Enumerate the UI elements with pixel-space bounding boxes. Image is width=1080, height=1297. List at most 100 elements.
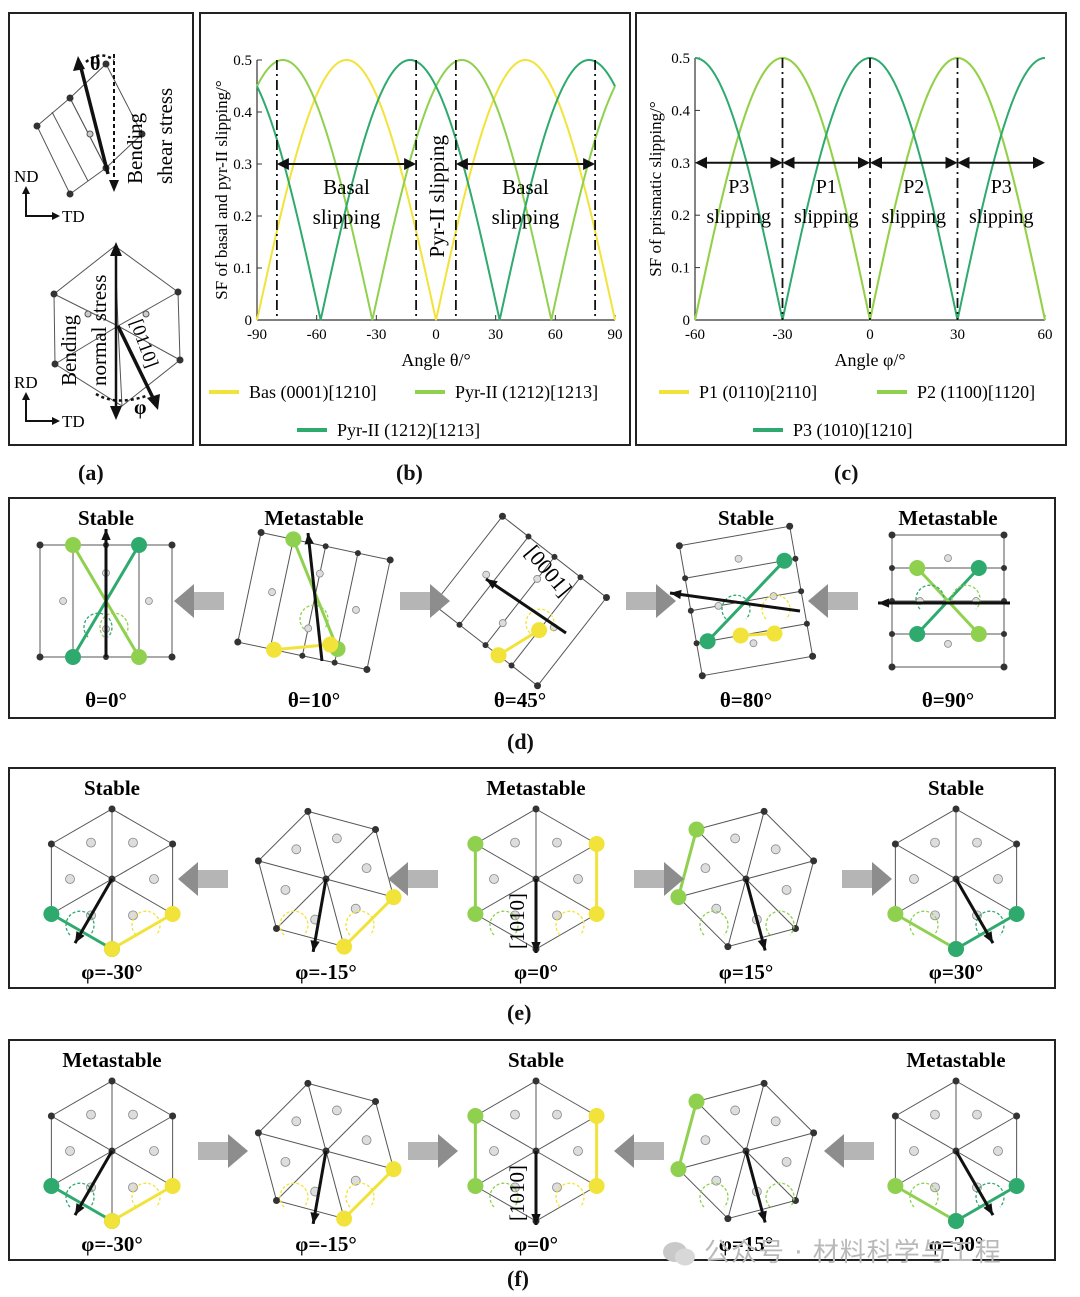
panel-a-diagram: θ Bending shear stress ND TD — [14, 53, 184, 431]
atom-corner — [810, 1129, 818, 1137]
slip-atom — [385, 1161, 402, 1178]
y-tick-label: 0.3 — [233, 157, 252, 173]
atom-corner — [371, 1098, 379, 1106]
atom-corner — [47, 840, 55, 848]
atom-corner — [534, 682, 542, 690]
atom-inner — [944, 554, 952, 562]
hex-spoke — [696, 829, 747, 880]
gray-arrow-body — [842, 870, 872, 888]
slip-atom — [909, 626, 926, 642]
slip-atom — [732, 627, 749, 644]
atom-inner — [781, 1156, 792, 1167]
direction-label: [0110] — [125, 317, 162, 371]
atom-corner — [168, 541, 176, 549]
region-label: P1 — [816, 176, 837, 198]
dir-label-group: [1010] — [505, 1165, 529, 1221]
rotation-curl — [765, 1182, 795, 1208]
y-tick-label: 0.4 — [233, 105, 252, 121]
loading-arrow-head — [310, 1212, 320, 1224]
atom-inner — [930, 837, 940, 848]
atom-corner — [1013, 840, 1021, 848]
hex-spoke — [745, 860, 814, 880]
atom-edge — [508, 662, 515, 669]
direction-label: [1010] — [505, 893, 529, 949]
y-tick-label: 0.5 — [671, 51, 690, 67]
atom-edge — [525, 533, 532, 540]
direction-label: [1010] — [505, 1165, 529, 1221]
gray-arrow — [808, 584, 858, 618]
atom-inner — [331, 1105, 342, 1116]
loading-arrow-head — [486, 579, 498, 590]
panel-d-diagram: Stableθ=0°Metastableθ=10°θ=45°[0001]Stab… — [36, 506, 1010, 712]
slip-atom — [588, 1178, 605, 1194]
stage-angle: θ=0° — [85, 688, 127, 712]
ylabel-group: SF of basal and pyr-II slipping/° — [212, 80, 231, 299]
gray-arrow-head — [430, 584, 450, 618]
loading-arrow — [954, 1150, 995, 1216]
slip-atom — [1008, 906, 1025, 922]
y-tick-label: 0.3 — [671, 156, 690, 172]
rotation-curl — [65, 1182, 95, 1208]
gray-arrow-body — [634, 870, 664, 888]
region-label: slipping — [969, 206, 1033, 228]
y-tick-label: 0.1 — [233, 261, 252, 277]
gray-arrow-body — [844, 1142, 874, 1160]
legend-entry: P3 (1010)[1210] — [793, 420, 913, 441]
gray-arrow-head — [438, 1134, 458, 1168]
loading-arrow-head — [757, 938, 767, 951]
slip-atom — [970, 560, 987, 576]
x-tick-label: 60 — [1038, 327, 1053, 343]
atom-inner — [930, 1182, 940, 1193]
slip-line — [894, 912, 957, 951]
gray-arrow — [400, 584, 450, 618]
stage-title: Stable — [508, 1048, 564, 1072]
atom-edge — [693, 640, 700, 647]
hex-spoke — [325, 829, 376, 880]
region-arrow-head — [1033, 156, 1045, 169]
slip-atom — [164, 1178, 181, 1194]
atom-edge — [331, 659, 338, 666]
hex-spoke — [696, 1101, 747, 1152]
hex-spoke — [535, 1150, 597, 1187]
atom-inner — [144, 597, 153, 605]
hex-spoke — [325, 878, 345, 947]
slip-atom — [43, 906, 60, 922]
panel-f-diagram: Metastableφ=-30°φ=-15°Stableφ=0°[1010]φ=… — [43, 1048, 1025, 1256]
gray-arrow-body — [198, 1142, 228, 1160]
slip-atom — [322, 636, 339, 653]
rotation-curl — [909, 910, 939, 936]
gray-arrow-head — [178, 862, 198, 896]
hex-spoke — [51, 1150, 113, 1187]
slip-atom — [104, 1213, 120, 1229]
loading-arrow-head — [878, 598, 890, 608]
watermark: 公众号 · 材料科学与工程 — [662, 1232, 1002, 1269]
gray-arrow-head — [872, 862, 892, 896]
atom-inner — [489, 1146, 499, 1156]
region-label: slipping — [492, 205, 560, 229]
stage-angle: θ=80° — [720, 688, 772, 712]
hex-stage-2 — [467, 805, 605, 953]
atom-corner — [47, 1112, 55, 1120]
slip-atom — [588, 906, 605, 922]
atom-inner — [59, 597, 67, 605]
atom-inner — [280, 1156, 291, 1167]
gray-arrow — [614, 1134, 664, 1168]
hex-spoke — [51, 878, 113, 915]
slip-atom — [336, 1210, 353, 1227]
atom-inner — [734, 554, 743, 563]
atom-corner — [273, 924, 281, 932]
atom-inner — [552, 837, 562, 848]
slip-atom — [104, 941, 120, 957]
atom-edge — [299, 652, 306, 659]
atom-inner — [714, 601, 723, 610]
atom-edge — [354, 550, 361, 557]
atom-edge — [792, 555, 799, 562]
gray-arrow-body — [408, 870, 438, 888]
hex-spoke — [895, 1115, 957, 1152]
gray-arrow-body — [194, 592, 224, 610]
hex-stage-4 — [887, 805, 1025, 957]
hex-spoke — [475, 878, 537, 915]
rotation-curl — [721, 594, 751, 620]
slip-atom — [385, 889, 402, 906]
